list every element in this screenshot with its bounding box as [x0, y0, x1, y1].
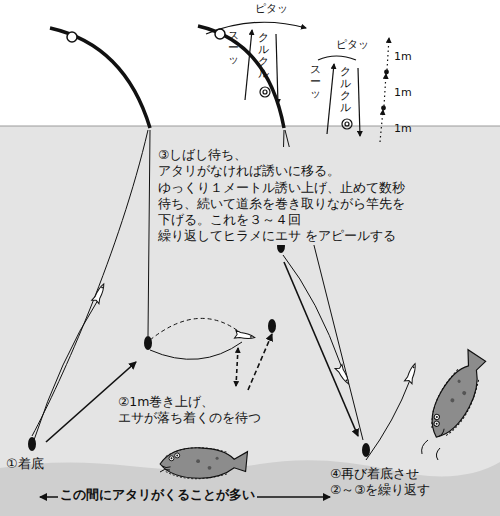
note-label: この間にアタリがくることが多い [58, 487, 257, 504]
water [0, 126, 500, 516]
step-note: ①着底 [6, 456, 44, 473]
motion-label: クルクル [340, 66, 351, 114]
motion-label: スーッ [228, 30, 239, 66]
motion-label: スーッ [310, 64, 321, 100]
step-note: ①着底 [6, 456, 44, 473]
depth-mark: 1m [394, 122, 412, 136]
note-label: この間にアタリがくることが多い [58, 487, 257, 504]
motion-label: ピタッ [336, 38, 369, 52]
depth-mark: 1m [394, 86, 412, 100]
motion-label: クルクル [340, 66, 351, 114]
motion-label: クルクル [258, 32, 269, 80]
motion-label: ピタッ [336, 38, 369, 52]
depth-mark: 1m [394, 50, 412, 64]
step-note: ④再び着底させ ②～③を繰り返す [330, 466, 433, 499]
fishing-rod [50, 26, 284, 128]
step-note: ③しばし待ち、アタリがなければ誘いに移る。 ゆっくり１メートル誘い上げ、止めて数… [156, 147, 428, 245]
depth-mark: 1m [394, 86, 412, 100]
depth-mark: 1m [394, 50, 412, 64]
step-note: ②1m巻き上げ、 エサが落ち着くのを待つ [116, 394, 263, 427]
step-note: ③しばし待ち、アタリがなければ誘いに移る。 ゆっくり１メートル誘い上げ、止めて数… [156, 147, 428, 245]
step-note: ②1m巻き上げ、 エサが落ち着くのを待つ [116, 394, 263, 427]
motion-label: スーッ [228, 30, 239, 66]
depth-mark: 1m [394, 122, 412, 136]
seabed [0, 460, 500, 516]
motion-label: ピタッ [255, 2, 288, 16]
motion-arrows [206, 22, 389, 142]
sinker [28, 239, 370, 457]
motion-arrows [46, 262, 358, 442]
motion-label: クルクル [258, 32, 269, 80]
step-note: ④再び着底させ ②～③を繰り返す [330, 466, 433, 499]
motion-label: ピタッ [255, 2, 288, 16]
bait-fish [92, 282, 419, 386]
motion-label: スーッ [310, 64, 321, 100]
